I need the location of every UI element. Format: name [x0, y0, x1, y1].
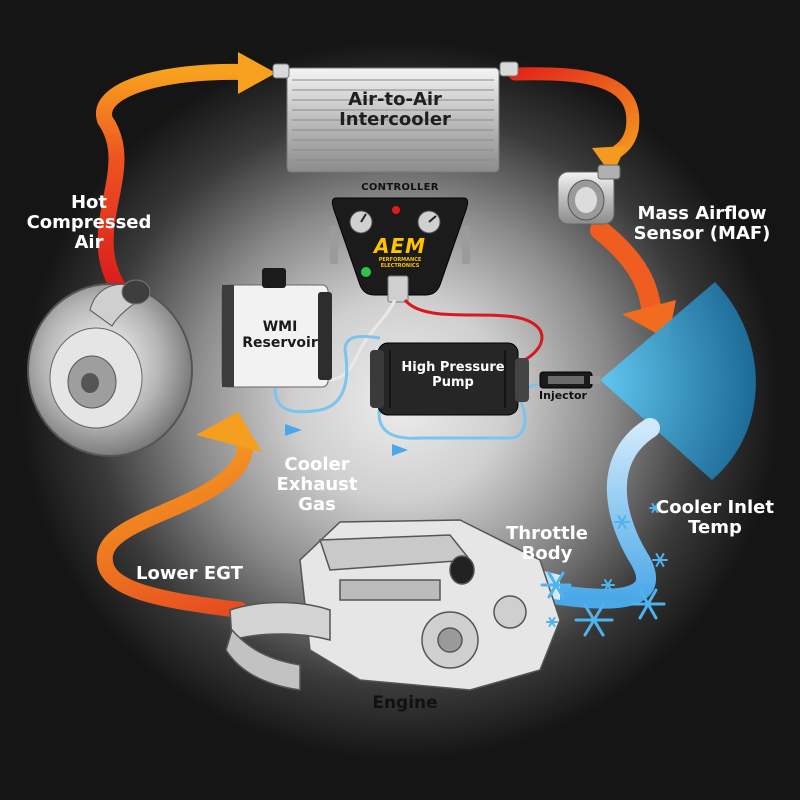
engine-label: Engine [372, 693, 438, 713]
brand-logo-subtitle: PERFORMANCE ELECTRONICS [378, 257, 422, 269]
flow-arrow-icon [285, 424, 302, 436]
hot-compressed-air-label: Hot Compressed Air [26, 192, 152, 254]
wmi-reservoir-label: WMI Reservoir [242, 319, 318, 351]
injector-label: Injector [539, 389, 587, 402]
pump-icon [370, 342, 529, 416]
controller-icon [330, 197, 470, 303]
lower-egt-label: Lower EGT [136, 563, 243, 584]
snowflake-icon [540, 503, 668, 637]
maf-to-intake-arrow [590, 220, 676, 340]
intercooler-label-line1: Air-to-Air [348, 89, 442, 110]
throttle-body-label: Throttle Body [506, 523, 588, 565]
high-pressure-pump-label: High Pressure Pump [401, 360, 505, 390]
hot-air-arrow [96, 52, 276, 298]
intercooler-to-maf-arrow [508, 67, 640, 176]
controller-wire-white [329, 299, 397, 382]
injector-icon [539, 371, 600, 389]
lower-egt-arrow [96, 412, 262, 618]
engine-icon [225, 519, 561, 691]
flow-arrow-icon [392, 444, 408, 456]
cooler-inlet-temp-label: Cooler Inlet Temp [656, 497, 774, 539]
controller-label: CONTROLLER [361, 182, 439, 193]
wmi-reservoir-icon [221, 268, 332, 388]
maf-label: Mass Airflow Sensor (MAF) [633, 203, 771, 245]
brand-logo: AEM [373, 234, 427, 258]
intercooler-icon [272, 61, 519, 173]
turbocharger-icon [27, 279, 193, 457]
intercooler-label-line2: Intercooler [339, 109, 451, 131]
cooler-exhaust-gas-label: Cooler Exhaust Gas [276, 454, 358, 516]
water-spray-cone [600, 282, 756, 480]
controller-wire-red [403, 298, 544, 367]
maf-sensor-icon [557, 164, 621, 225]
intercooler-label: Air-to-Air Intercooler [300, 89, 490, 131]
